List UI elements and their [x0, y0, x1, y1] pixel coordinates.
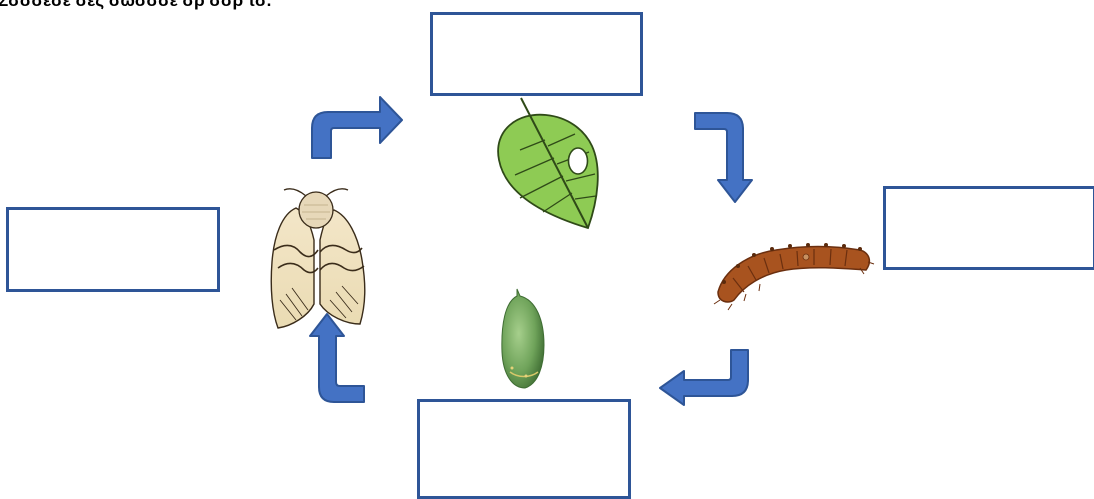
moth-icon — [271, 189, 365, 328]
leaf-with-egg-icon — [498, 98, 598, 228]
life-cycle-diagram — [0, 0, 1094, 479]
arrow-adult-to-egg-icon — [312, 97, 402, 158]
caterpillar-icon — [714, 243, 874, 310]
arrow-egg-to-larva-icon — [695, 113, 752, 202]
arrow-pupa-to-adult-icon — [310, 314, 364, 402]
arrow-larva-to-pupa-icon — [660, 350, 748, 405]
chrysalis-icon — [502, 289, 544, 388]
